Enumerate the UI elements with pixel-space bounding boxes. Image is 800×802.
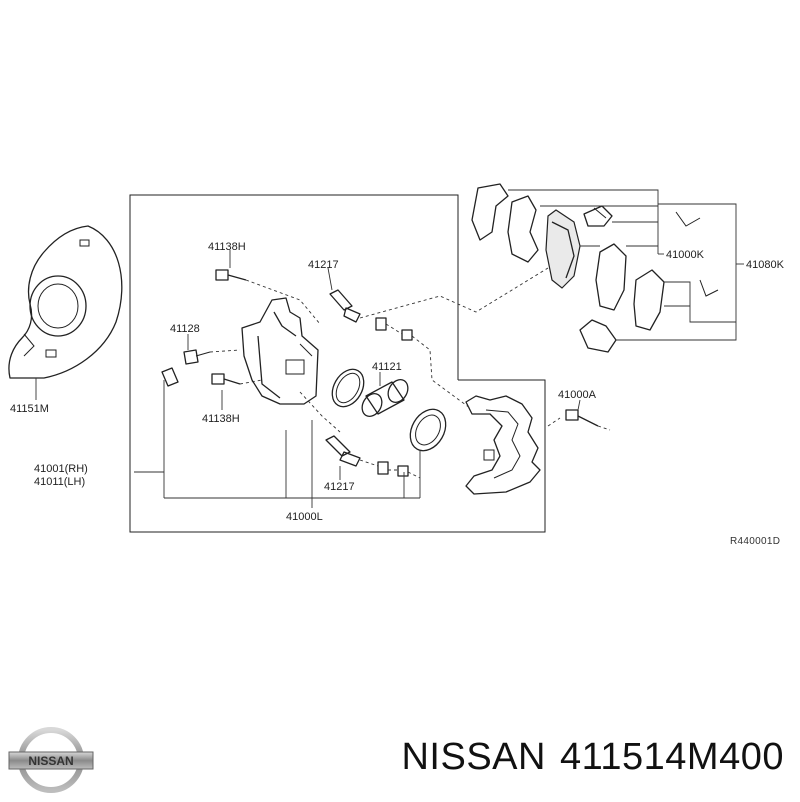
footer: NISSAN NISSAN 411514M400 [0,712,800,800]
dust-shield-part [8,225,123,379]
label-41001-rh: 41001(RH) [34,463,88,475]
diagram-reference-code: R440001D [730,536,780,547]
brand-name: NISSAN [401,736,546,778]
label-41000K: 41000K [666,249,705,261]
label-41000L: 41000L [286,511,323,523]
bleeder-screw [183,349,211,365]
bolt-41138H-top [215,269,247,281]
pin-41217-bottom [325,435,361,467]
boot-bottom [377,461,409,477]
bolt-41138H-bottom [211,373,241,385]
brake-pad-kit [471,183,719,353]
label-41121: 41121 [372,361,402,373]
label-41138H-bottom: 41138H [202,413,240,425]
part-caption: NISSAN 411514M400 [401,736,784,779]
assembly-frame [129,194,546,533]
label-41138H-top: 41138H [208,241,246,253]
bolt-41000A [565,409,599,427]
part-number: 411514M400 [559,736,784,778]
label-41217-bottom: 41217 [324,481,355,493]
label-41151M: 41151M [10,403,49,415]
nissan-logo-icon: NISSAN [8,727,94,793]
label-41000A: 41000A [558,389,597,401]
pin-41217-top [329,289,361,323]
caliper-body-part [241,297,319,405]
dust-boot [409,408,447,452]
boot-top [375,317,413,341]
piston-seal [331,368,365,408]
label-41128: 41128 [170,323,200,335]
piston-41121 [361,379,409,417]
label-41011-lh: 41011(LH) [34,476,85,488]
label-41080K: 41080K [746,259,785,271]
logo-wordmark: NISSAN [28,754,73,768]
label-41217-top: 41217 [308,259,339,271]
torque-member-bracket [465,395,541,495]
cap-41128 [161,367,179,387]
brake-caliper-exploded-diagram: 41138H 41217 41128 41138H 41121 41217 41… [8,183,785,547]
